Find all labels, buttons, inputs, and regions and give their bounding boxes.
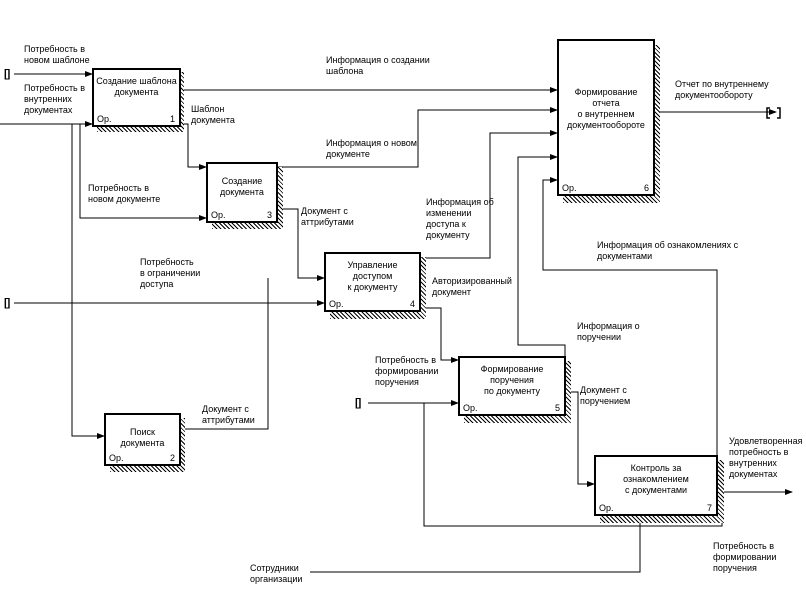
arrow-label-report: Отчет по внутреннему документообороту bbox=[675, 79, 769, 100]
activity-box-5[interactable]: Формирование поручения по документу Ор. … bbox=[458, 356, 566, 416]
arrow-label-need-order-1: Потребность в формировании поручения bbox=[375, 355, 439, 387]
activity-op: Ор. bbox=[599, 503, 614, 513]
arrow-info-acquaint bbox=[542, 177, 718, 455]
arrow-label-authorized-doc: Авторизированный документ bbox=[432, 276, 512, 297]
arrow-label-satisfied-need: Удовлетворенная потребность в внутренних… bbox=[729, 436, 803, 479]
arrow-staff bbox=[310, 515, 643, 573]
activity-title: Формирование отчета о внутреннем докумен… bbox=[567, 87, 645, 130]
activity-box-6[interactable]: Формирование отчета о внутреннем докумен… bbox=[557, 39, 655, 196]
arrow-label-doc-attrs-1: Документ с аттрибутами bbox=[301, 206, 354, 227]
activity-number: 7 bbox=[706, 503, 712, 513]
arrow-doc-attrs-2 bbox=[181, 278, 269, 430]
activity-number: 4 bbox=[409, 299, 415, 309]
arrow-label-need-access-limit: Потребность в ограничении доступа bbox=[140, 257, 201, 289]
arrow-template bbox=[182, 123, 207, 170]
activity-title: Формирование поручения по документу bbox=[480, 364, 544, 396]
arrow-need-internal-to-search bbox=[71, 124, 105, 439]
arrow-label-need-internal-docs: Потребность в внутренних документах bbox=[24, 83, 86, 115]
arrow-label-need-new-doc: Потребность в новом документе bbox=[88, 183, 161, 204]
arrow-info-new-doc bbox=[277, 107, 558, 168]
activity-op: Ор. bbox=[109, 453, 124, 463]
arrow-info-access-change bbox=[420, 130, 558, 259]
activity-title: Создание шаблона документа bbox=[96, 76, 177, 97]
arrow-label-staff: Сотрудники организации bbox=[250, 563, 303, 584]
arrow-doc-attrs-1 bbox=[277, 208, 325, 281]
activity-box-1[interactable]: Создание шаблона документа Ор. 1 bbox=[92, 68, 181, 127]
arrow-label-doc-with-order: Документ с поручением bbox=[580, 385, 631, 406]
arrow-label-doc-attrs-2: Документ с аттрибутами bbox=[202, 404, 255, 425]
arrow-label-template: Шаблон документа bbox=[191, 104, 235, 125]
activity-op: Ор. bbox=[562, 183, 577, 193]
activity-op: Ор. bbox=[329, 299, 344, 309]
arrow-info-order bbox=[517, 154, 566, 360]
activity-number: 1 bbox=[169, 114, 175, 124]
activity-title: Контроль за ознакомлением с документами bbox=[623, 463, 689, 495]
arrow-label-info-new-doc: Информация о новом документе bbox=[326, 138, 417, 159]
activity-box-3[interactable]: Создание документа Ор. 3 bbox=[206, 162, 278, 223]
arrow-label-info-acquaint: Информация об ознакомлениях с документам… bbox=[597, 240, 739, 261]
activity-number: 3 bbox=[266, 210, 272, 220]
activity-box-4[interactable]: Управление доступом к документу Ор. 4 bbox=[324, 252, 421, 312]
arrow-label-info-access-change: Информация об изменении доступа к докуме… bbox=[426, 197, 494, 240]
activity-op: Ор. bbox=[97, 114, 112, 124]
arrow-need-new-doc bbox=[79, 124, 207, 221]
activity-op: Ор. bbox=[463, 403, 478, 413]
activity-number: 2 bbox=[169, 453, 175, 463]
tunnel-marker: [] bbox=[355, 397, 361, 409]
arrow-doc-with-order bbox=[565, 391, 595, 487]
activity-op: Ор. bbox=[211, 210, 226, 220]
tunnel-marker: [] bbox=[4, 297, 10, 309]
activity-number: 6 bbox=[643, 183, 649, 193]
arrow-label-need-order-2: Потребность в формировании поручения bbox=[713, 541, 777, 573]
activity-title: Создание документа bbox=[220, 176, 264, 197]
activity-title: Поиск документа bbox=[120, 427, 165, 448]
activity-title: Управление доступом к документу bbox=[347, 260, 398, 292]
arrow-label-need-template: Потребность в новом шаблоне bbox=[24, 44, 90, 65]
arrow-label-info-order: Информация о поручении bbox=[577, 321, 640, 342]
activity-number: 5 bbox=[554, 403, 560, 413]
activity-box-7[interactable]: Контроль за ознакомлением с документами … bbox=[594, 455, 718, 516]
activity-box-2[interactable]: Поиск документа Ор. 2 bbox=[104, 413, 181, 466]
tunnel-marker: [] bbox=[4, 68, 10, 80]
arrow-label-info-template-created: Информация о создании шаблона bbox=[326, 55, 430, 76]
arrow-authorized-doc bbox=[420, 307, 459, 363]
